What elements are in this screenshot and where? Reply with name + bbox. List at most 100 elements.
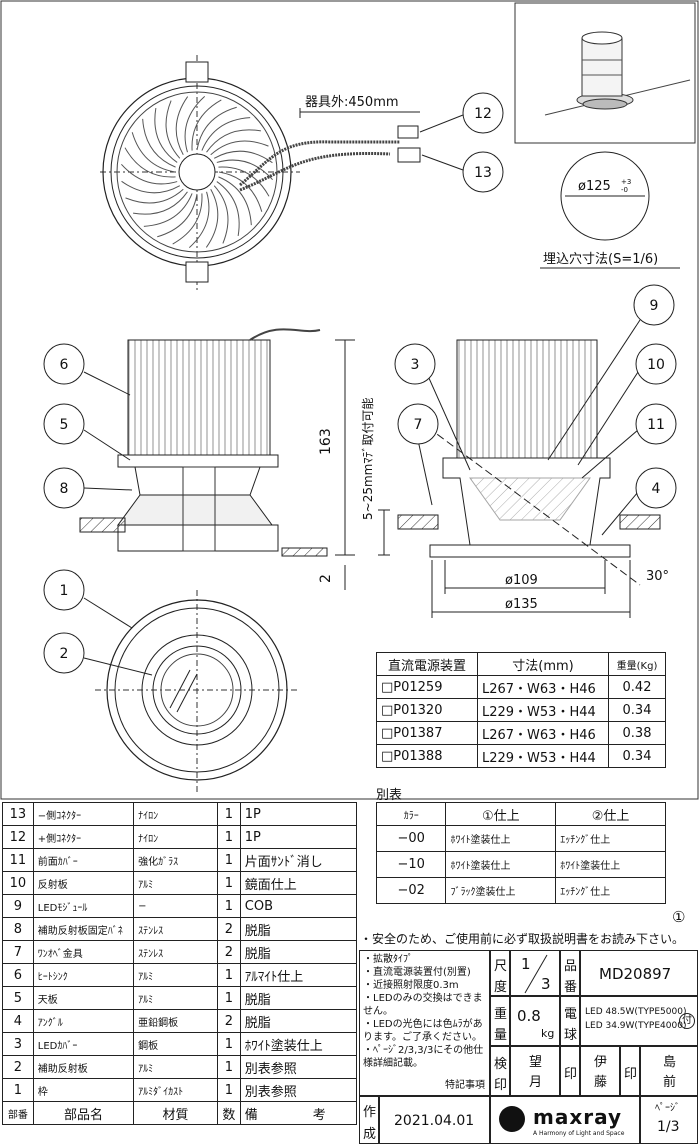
parts-cell: 8 xyxy=(2,917,34,941)
top-view xyxy=(100,55,421,290)
heatsink-fin xyxy=(175,96,189,156)
power-header-0: 直流電源装置 xyxy=(376,652,478,676)
technical-drawing: 器具外:450mm 12 13 ø125 +3 -0 埋込穴寸法(S=1/6) … xyxy=(0,0,699,800)
heatsink-fin xyxy=(205,188,219,248)
table-row: □P01320 L229・W53・H44 0.34 xyxy=(376,698,666,722)
safety-note: ・安全のため、ご使用前に必ず取扱説明書をお読み下さい。 xyxy=(360,932,685,946)
page-number: 1/3 xyxy=(657,1119,680,1135)
callout-13-label: 13 xyxy=(474,165,492,181)
callout-9-label: 9 xyxy=(650,298,659,314)
parts-cell: 1 xyxy=(2,1078,34,1102)
parts-cell: 2 xyxy=(2,1055,34,1079)
parts-cell: 脱脂 xyxy=(239,917,358,941)
power-cell: 0.34 xyxy=(608,744,666,768)
parts-cell: ｽﾃﾝﾚｽ xyxy=(133,940,218,964)
parts-cell: ｱﾝｸﾞﾙ xyxy=(32,1009,135,1033)
heatsink-fin xyxy=(133,191,188,215)
power-header-1: 寸法(mm) xyxy=(477,652,609,676)
parts-cell: 1 xyxy=(216,1078,241,1102)
parts-cell: 補助反射板固定ﾊﾞﾈ xyxy=(32,917,135,941)
parts-cell: ｱﾙﾏｲﾄ仕上 xyxy=(239,963,358,987)
table-row: −10 ﾎﾜｲﾄ塗装仕上 ﾎﾜｲﾄ塗装仕上 xyxy=(375,851,666,878)
lamp-label-cell: 電 球 xyxy=(560,996,580,1046)
parts-cell: 2 xyxy=(216,940,241,964)
inspector-1: 望月 xyxy=(529,1055,543,1090)
callout-5-label: 5 xyxy=(60,417,69,433)
weight-value-cell: 0.8 kg xyxy=(510,996,560,1046)
inspect-label-1: 検 xyxy=(494,1057,508,1072)
parts-cell: 脱脂 xyxy=(239,940,358,964)
lamp-label-1: 電 xyxy=(564,1007,578,1022)
parts-cell: 4 xyxy=(2,1009,34,1033)
parts-cell: 補助反射板 xyxy=(32,1055,135,1079)
heatsink-fin xyxy=(143,193,193,227)
parts-cell: 13 xyxy=(2,802,34,826)
parts-header-cell: 部番 xyxy=(2,1101,34,1125)
callout-8 xyxy=(43,467,85,509)
made-label-1: 作 xyxy=(363,1105,377,1120)
heatsink-fin xyxy=(124,147,176,178)
parts-header-cell: 数 xyxy=(216,1101,241,1125)
heatsink-fin xyxy=(216,159,273,181)
parts-cell: 7 xyxy=(2,940,34,964)
note-item: ・直流電源装置付(別置) xyxy=(363,967,471,978)
parts-cell: 1 xyxy=(216,825,241,849)
callout-6 xyxy=(43,343,85,385)
parts-header-remark-2: 考 xyxy=(312,1107,326,1123)
parts-cell: 鋼板 xyxy=(133,1032,218,1056)
bottom-view xyxy=(95,590,300,795)
callout-13 xyxy=(462,151,504,193)
scale-den: 3 xyxy=(541,975,551,993)
table-row: −00 ﾎﾜｲﾄ塗装仕上 ｴｯﾁﾝｸﾞ仕上 xyxy=(375,825,666,852)
parts-cell: 1 xyxy=(216,871,241,895)
parts-cell: 1P xyxy=(239,802,358,826)
parts-cell: 5 xyxy=(2,986,34,1010)
brand-tagline: A Harmony of Light and Space xyxy=(533,1130,625,1137)
heatsink-fin xyxy=(172,193,203,245)
callout-8-label: 8 xyxy=(60,481,69,497)
part-number: MD20897 xyxy=(599,965,672,983)
parts-cell: ｱﾙﾐﾀﾞｲｶｽﾄ xyxy=(133,1078,218,1102)
callout-1 xyxy=(43,569,85,611)
callout-7-label: 7 xyxy=(414,417,423,433)
heatsink-fin xyxy=(184,96,206,153)
callout-6-label: 6 xyxy=(60,357,69,373)
stamp-1: 印 xyxy=(564,1067,578,1082)
weight-label-1: 重 xyxy=(494,1007,508,1022)
lamp-label-2: 球 xyxy=(564,1028,578,1043)
made-label-cell: 作 成 xyxy=(359,1096,379,1144)
power-supply-table: 直流電源装置 寸法(mm) 重量(Kg) □P01259 L267・W63・H4… xyxy=(376,652,666,768)
callout-4-label: 4 xyxy=(652,481,661,497)
stamp-1-cell: 印 xyxy=(560,1046,580,1096)
parts-cell: LEDﾓｼﾞｭｰﾙ xyxy=(32,894,135,918)
variant-cell: ﾎﾜｲﾄ塗装仕上 xyxy=(445,825,557,852)
variant-cell: −02 xyxy=(375,877,447,904)
variant-header-2: ②仕上 xyxy=(555,802,666,826)
circled-one: ① xyxy=(672,908,686,926)
parts-header-cell: 備考 xyxy=(239,1101,358,1125)
power-cell: L229・W53・H44 xyxy=(477,698,609,722)
brand-cell: maxray A Harmony of Light and Space xyxy=(490,1096,640,1144)
ceiling-range: 5~25mmﾏﾃﾞ取付可能 xyxy=(361,398,375,520)
parts-cell: 天板 xyxy=(32,986,135,1010)
power-cell: 0.42 xyxy=(608,675,666,699)
power-cell: □P01387 xyxy=(376,721,478,745)
dim-d109: ø109 xyxy=(505,573,538,588)
cutout-tol-plus: +3 xyxy=(621,178,631,186)
page-cell: ﾍﾟｰｼﾞ 1/3 xyxy=(640,1096,698,1144)
section-view-right xyxy=(397,339,661,586)
parts-cell: − xyxy=(133,894,218,918)
side-view-left xyxy=(79,328,328,557)
power-cell: □P01388 xyxy=(376,744,478,768)
callout-7 xyxy=(397,403,439,445)
variant-cell: ﾌﾞﾗｯｸ塗装仕上 xyxy=(445,877,557,904)
brand-logo-icon xyxy=(499,1106,525,1132)
cutout-scale-label: 埋込穴寸法(S=1/6) xyxy=(543,252,658,267)
heatsink-fin xyxy=(142,118,176,168)
made-label-2: 成 xyxy=(363,1127,377,1142)
cutout-tol-minus: -0 xyxy=(621,186,628,194)
